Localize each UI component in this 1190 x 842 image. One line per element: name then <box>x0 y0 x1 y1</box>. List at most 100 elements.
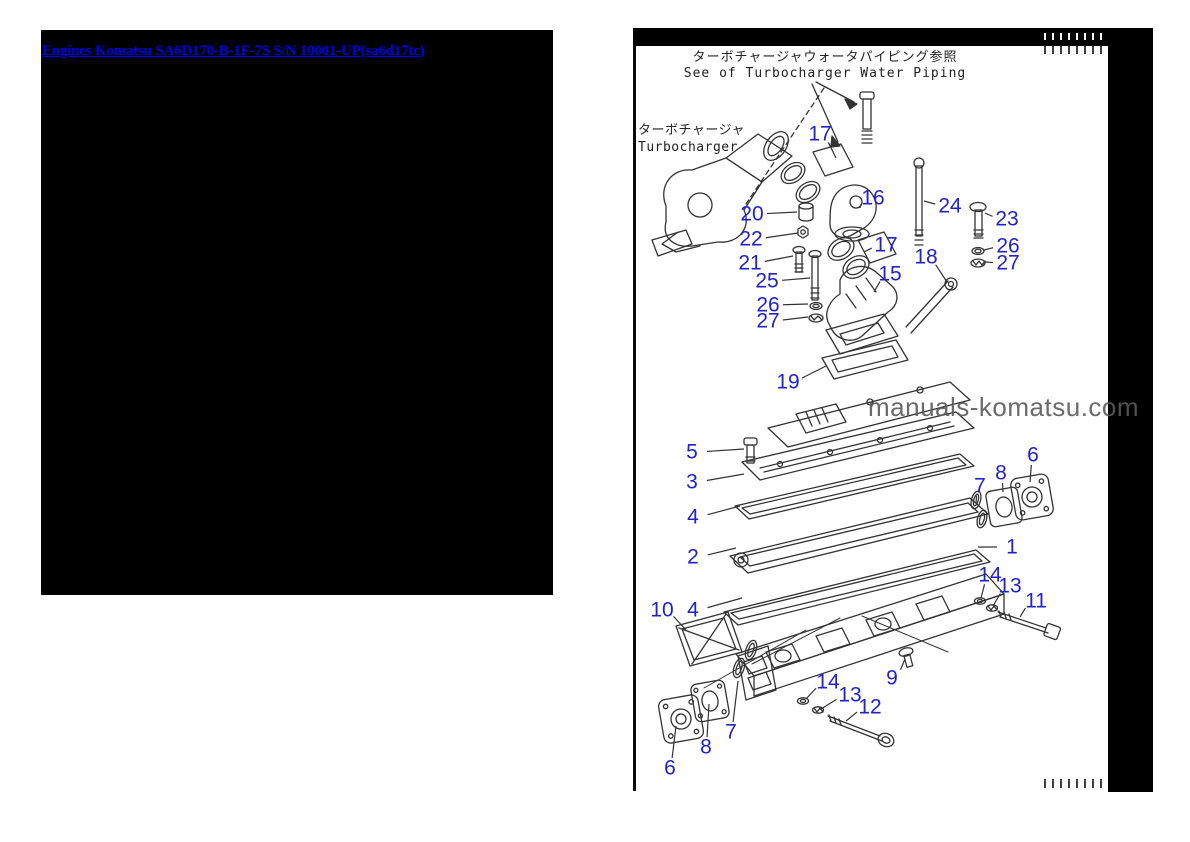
leader-line-14 <box>805 687 817 700</box>
engine-model-link[interactable]: Engines Komatsu SA6D170-B-1F-7S S/N 1000… <box>42 43 425 60</box>
leader-line-26 <box>782 303 809 306</box>
callout-12[interactable]: 12 <box>858 695 882 719</box>
nut-22-drawing <box>797 225 809 239</box>
sheet-left-border <box>633 44 636 791</box>
leader-line-27 <box>984 261 994 264</box>
callout-26[interactable]: 26 <box>756 293 780 317</box>
callout-25[interactable]: 25 <box>755 269 779 293</box>
callout-6[interactable]: 6 <box>1027 443 1039 467</box>
leader-line-3 <box>706 473 745 482</box>
callout-5[interactable]: 5 <box>686 440 698 464</box>
bolt-9-drawing <box>898 647 914 668</box>
gasket-4-upper-drawing <box>734 453 975 520</box>
callout-23[interactable]: 23 <box>995 207 1019 231</box>
callout-14[interactable]: 14 <box>978 563 1002 587</box>
bolt-21-drawing <box>792 245 806 273</box>
callout-17[interactable]: 17 <box>808 122 832 146</box>
leader-line-24 <box>923 200 936 205</box>
leader-line-27 <box>782 316 809 321</box>
leader-line-17 <box>863 247 872 253</box>
bolt-11-drawing <box>997 610 1062 641</box>
callout-6-2[interactable]: 6 <box>664 756 676 780</box>
leader-line-23 <box>984 212 993 217</box>
callout-13[interactable]: 13 <box>998 574 1022 598</box>
leader-line-19 <box>801 365 827 379</box>
print-marks-top <box>1044 46 1106 54</box>
leader-line-22 <box>765 232 799 239</box>
callout-8[interactable]: 8 <box>995 461 1007 485</box>
callout-27-2[interactable]: 27 <box>996 251 1020 275</box>
callout-8-2[interactable]: 8 <box>700 735 712 759</box>
washer-26-right-drawing <box>971 246 985 256</box>
gasket-19-drawing <box>821 339 909 380</box>
leader-line-5 <box>706 448 745 453</box>
turbocharger-label-en: Turbocharger <box>638 140 738 155</box>
diagram-title-jp: ターボチャージャウォータパイピング参照 <box>692 50 958 65</box>
bolt-top-drawing <box>859 91 875 144</box>
scan-border-top <box>633 28 1153 46</box>
callout-18[interactable]: 18 <box>914 245 938 269</box>
leader-line-6 <box>1029 464 1032 483</box>
engine-link-model: SA6D170-B-1F-7S S/N 10001-UP(sa6d17tc) <box>155 43 425 59</box>
callout-7-2[interactable]: 7 <box>725 720 737 744</box>
washer-27-right-drawing <box>970 258 986 268</box>
watermark: manuals-komatsu.com <box>868 392 1140 422</box>
leader-line-4 <box>707 505 741 516</box>
gasket-4-lower-drawing <box>723 549 991 626</box>
callout-21[interactable]: 21 <box>738 251 762 275</box>
leader-line-6 <box>671 725 677 759</box>
callout-24[interactable]: 24 <box>938 194 962 218</box>
bolt-12-drawing <box>827 714 895 748</box>
washer-27-left-drawing <box>808 313 824 323</box>
title-arrowhead-1 <box>844 98 858 110</box>
title-arrowhead-2 <box>830 135 841 148</box>
scan-border-right <box>1108 28 1153 792</box>
callout-1[interactable]: 1 <box>1006 535 1018 559</box>
callout-11[interactable]: 11 <box>1025 589 1047 613</box>
callout-27[interactable]: 27 <box>756 309 780 333</box>
gasket-10-drawing <box>675 611 743 667</box>
callout-4[interactable]: 4 <box>687 505 699 529</box>
print-marks-top-white <box>1044 33 1106 40</box>
callout-16[interactable]: 16 <box>861 186 885 210</box>
callout-19[interactable]: 19 <box>776 370 800 394</box>
leader-line-4 <box>707 597 743 609</box>
callout-7[interactable]: 7 <box>974 474 986 498</box>
callout-9[interactable]: 9 <box>886 666 898 690</box>
leader-line-10 <box>673 615 687 631</box>
leader-line-13 <box>820 698 837 710</box>
callout-4-2[interactable]: 4 <box>687 598 699 622</box>
tube-18-drawing <box>905 277 958 334</box>
leader-line-7 <box>732 680 739 723</box>
leader-line-25 <box>781 277 811 281</box>
leader-line-12 <box>845 711 858 722</box>
callout-10[interactable]: 10 <box>650 598 674 622</box>
callout-13-2[interactable]: 13 <box>838 683 862 707</box>
gasket-8-right-drawing <box>985 486 1023 528</box>
callout-26-2[interactable]: 26 <box>996 234 1020 258</box>
print-marks-bottom <box>1044 779 1106 788</box>
o-rings-17-upper-drawing <box>780 143 854 204</box>
callout-3[interactable]: 3 <box>686 470 698 494</box>
callout-14-2[interactable]: 14 <box>816 670 840 694</box>
washer-13-right-drawing <box>985 604 999 612</box>
stud-24-drawing <box>913 157 925 246</box>
callout-17-2[interactable]: 17 <box>874 233 898 257</box>
assembly-axis-line <box>861 615 949 653</box>
washer-26-left-drawing <box>809 301 823 311</box>
turbocharger-label: ターボチャージャ Turbocharger <box>638 122 745 156</box>
washer-14-bottom-drawing <box>796 697 810 705</box>
bolt-5-drawing <box>743 437 758 464</box>
leader-line-20 <box>766 211 798 215</box>
callout-2[interactable]: 2 <box>687 545 699 569</box>
leader-line-26 <box>983 247 994 251</box>
flange-6-left-drawing <box>657 694 705 744</box>
callout-15[interactable]: 15 <box>878 262 902 286</box>
callout-22[interactable]: 22 <box>739 227 763 251</box>
manifold-1-drawing <box>735 573 1005 701</box>
leader-line-8 <box>706 703 710 738</box>
left-thumbnail-panel: Engines Komatsu SA6D170-B-1F-7S S/N 1000… <box>41 30 553 595</box>
diagram-title-en: See of Turbocharger Water Piping <box>683 66 967 81</box>
callout-20[interactable]: 20 <box>740 202 764 226</box>
